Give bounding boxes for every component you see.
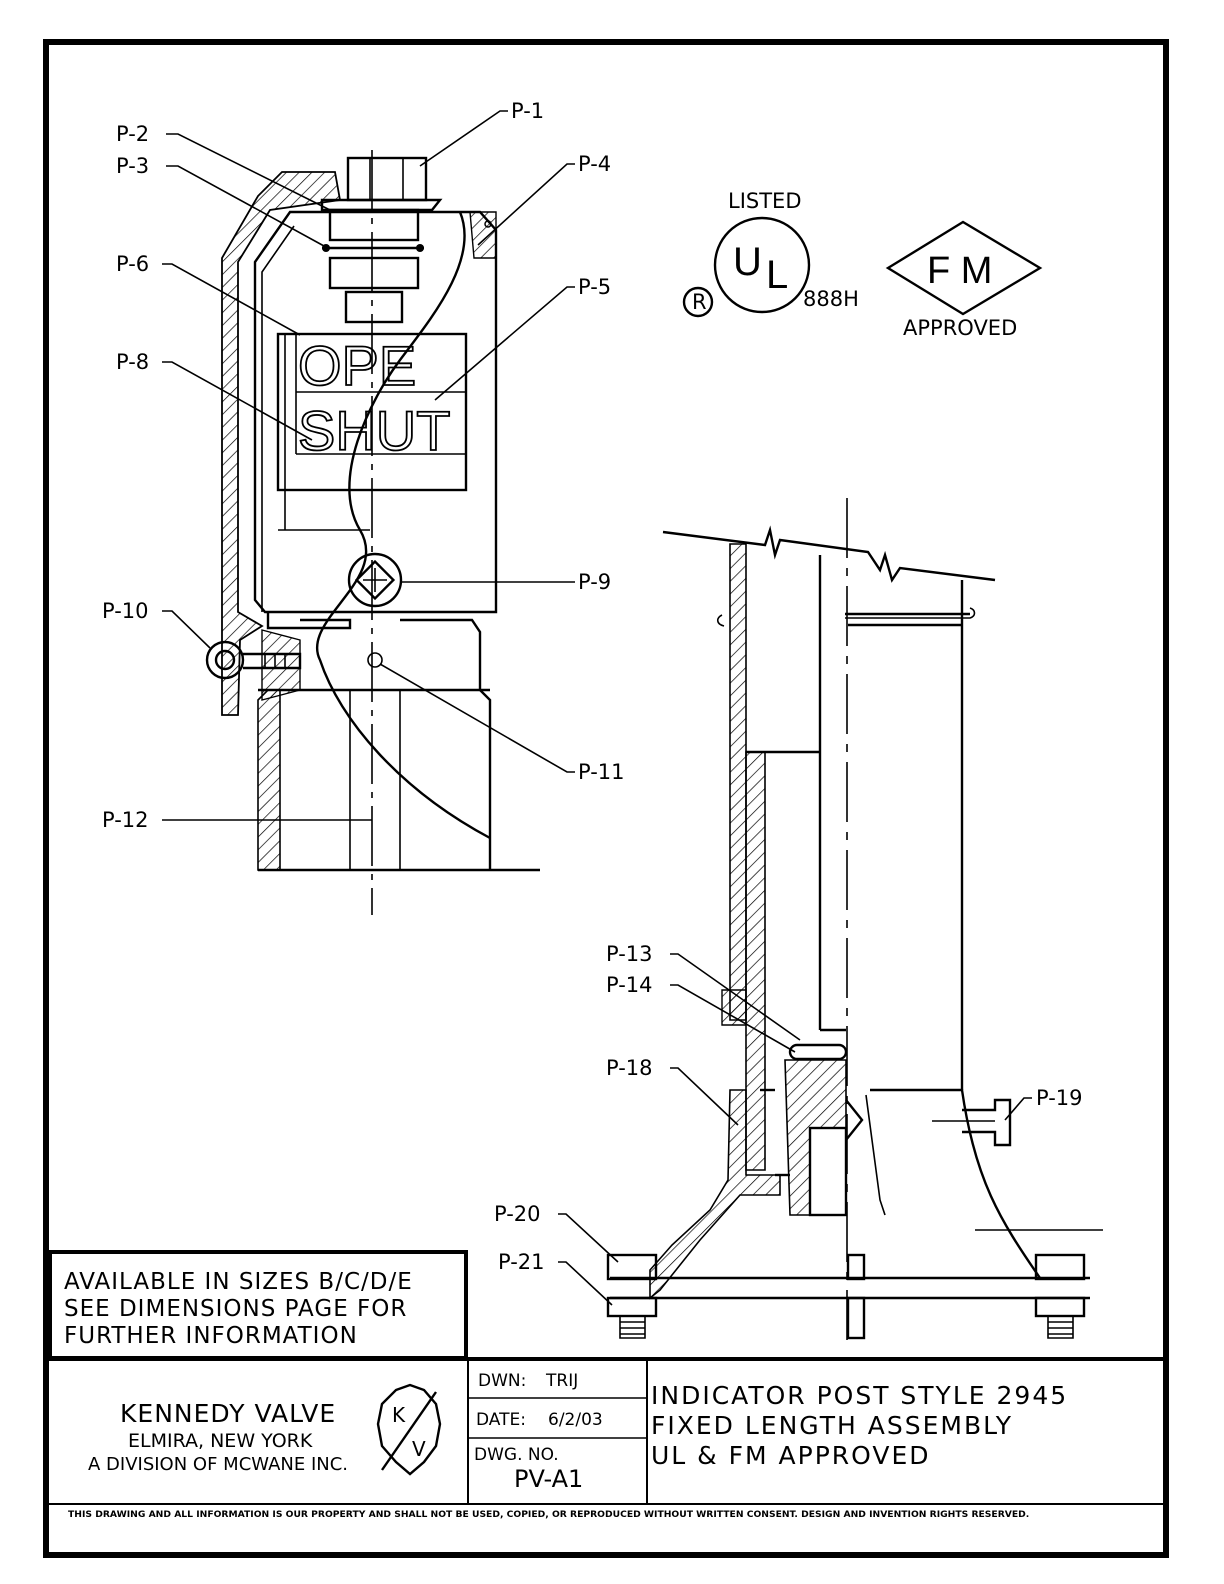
ul-letter-u: U — [733, 240, 762, 284]
post-base-view — [606, 498, 1103, 1340]
label-p-13: P-13 — [606, 942, 653, 966]
ul-listed-text: LISTED — [728, 189, 802, 213]
label-p-3: P-3 — [116, 154, 149, 178]
ul-listed-mark — [682, 216, 811, 318]
company-name: KENNEDY VALVE — [120, 1399, 336, 1428]
dwg-label: DWG. NO. — [474, 1445, 559, 1465]
dwg-value: PV-A1 — [514, 1465, 583, 1493]
footer-rights-text: THIS DRAWING AND ALL INFORMATION IS OUR … — [68, 1509, 1029, 1520]
title-line-3: UL & FM APPROVED — [651, 1441, 931, 1470]
label-p-11: P-11 — [578, 760, 625, 784]
kennedy-logo — [376, 1383, 442, 1476]
fm-approved-diamond — [885, 220, 1043, 316]
title-line-1: INDICATOR POST STYLE 2945 — [651, 1381, 1068, 1410]
note-line-2: SEE DIMENSIONS PAGE FOR — [64, 1296, 407, 1322]
indicator-head-view — [205, 150, 540, 915]
company-city: ELMIRA, NEW YORK — [128, 1430, 313, 1452]
logo-k: K — [392, 1403, 406, 1427]
label-p-12: P-12 — [102, 808, 149, 832]
sheet-border — [43, 39, 1169, 1558]
label-p-4: P-4 — [578, 152, 611, 176]
date-value: 6/2/03 — [548, 1410, 603, 1430]
ul-file-number: 888H — [803, 287, 859, 311]
label-p-2: P-2 — [116, 122, 149, 146]
registered-mark: R — [692, 290, 707, 314]
fm-letters: F M — [927, 250, 992, 292]
window-shut-text: SHUT — [298, 399, 450, 462]
fm-approved-text: APPROVED — [903, 316, 1017, 340]
label-p-5: P-5 — [578, 275, 611, 299]
company-division: A DIVISION OF MCWANE INC. — [88, 1454, 348, 1475]
ul-letter-l: L — [766, 253, 788, 297]
date-label: DATE: — [476, 1410, 526, 1430]
dwn-label: DWN: — [478, 1371, 526, 1391]
label-p-6: P-6 — [116, 252, 149, 276]
label-p-21: P-21 — [498, 1250, 545, 1274]
label-p-9: P-9 — [578, 570, 611, 594]
label-p-8: P-8 — [116, 350, 149, 374]
note-line-1: AVAILABLE IN SIZES B/C/D/E — [64, 1269, 413, 1295]
window-open-text: OPE — [298, 334, 416, 397]
dwn-value: TRIJ — [545, 1371, 578, 1391]
logo-v: V — [412, 1437, 426, 1461]
title-line-2: FIXED LENGTH ASSEMBLY — [651, 1411, 1013, 1440]
label-p-1: P-1 — [511, 99, 544, 123]
title-block-frame — [49, 1357, 1163, 1505]
label-p-18: P-18 — [606, 1056, 653, 1080]
label-p-20: P-20 — [494, 1202, 541, 1226]
label-p-19: P-19 — [1036, 1086, 1083, 1110]
leader-lines — [162, 110, 1032, 1306]
note-line-3: FURTHER INFORMATION — [64, 1323, 358, 1349]
label-p-10: P-10 — [102, 599, 149, 623]
label-p-14: P-14 — [606, 973, 653, 997]
